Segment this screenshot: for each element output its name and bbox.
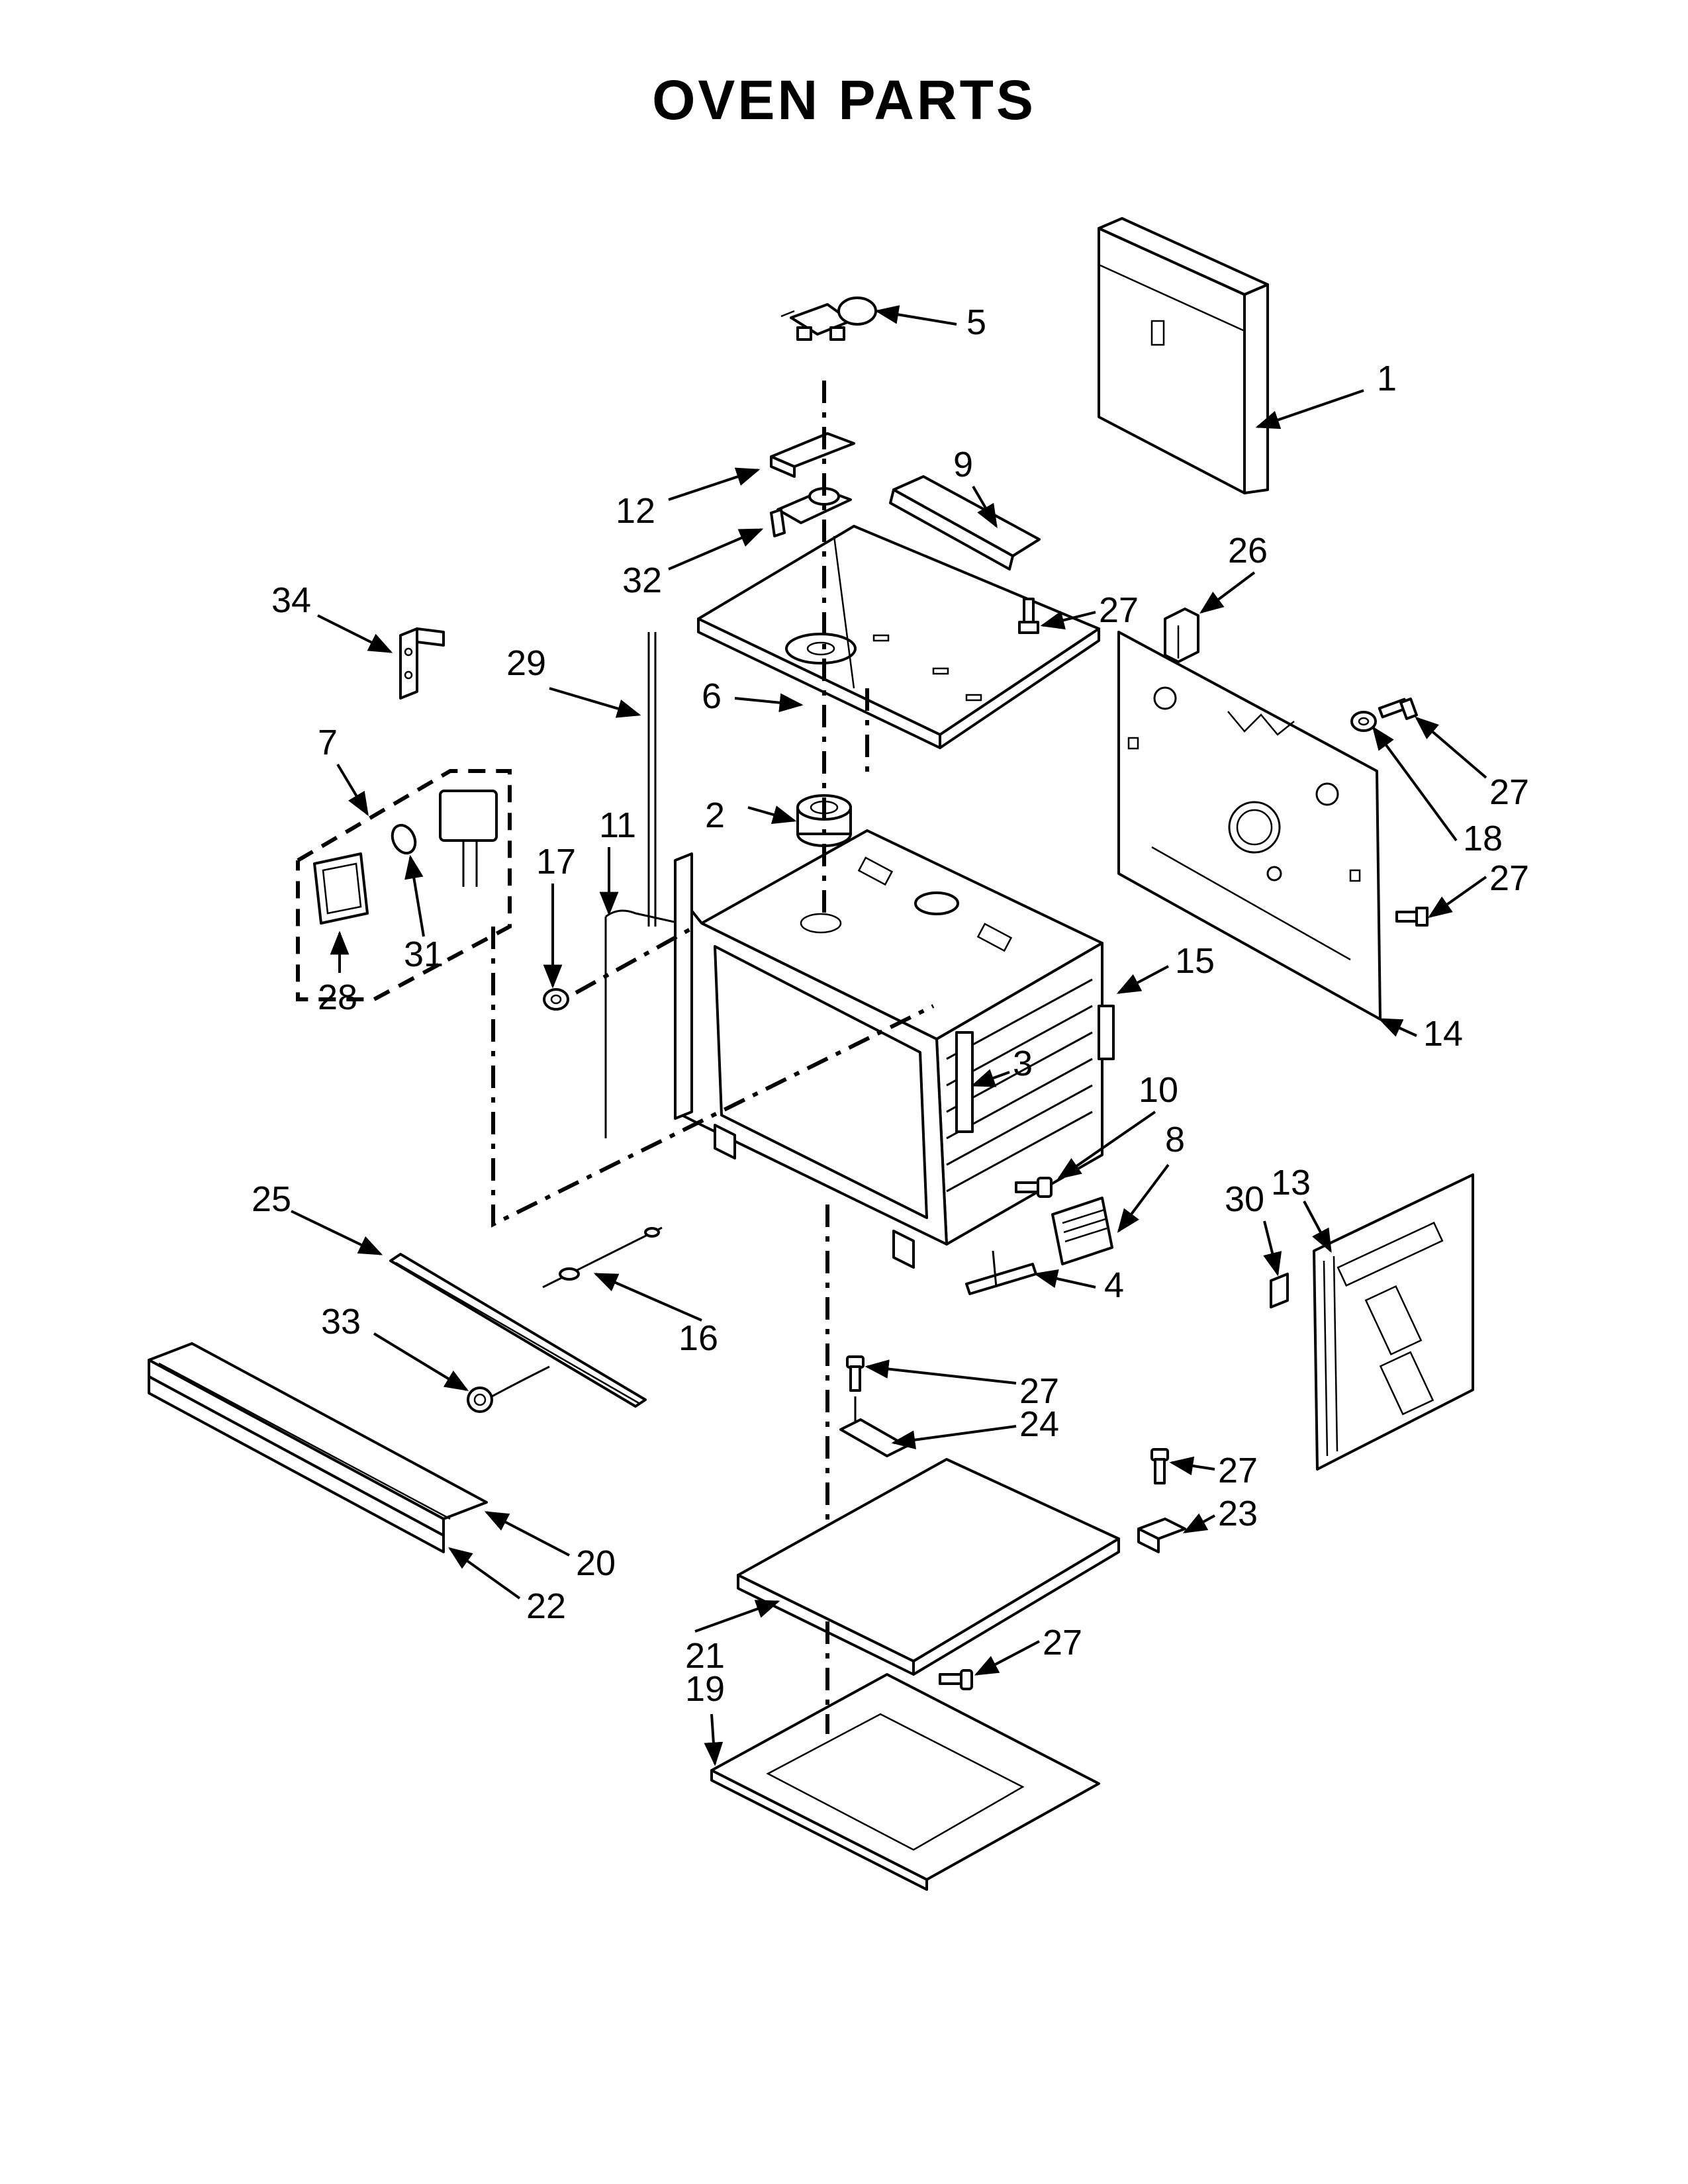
part-20-trim (148, 1342, 488, 1537)
callout-30: 30 (1225, 1179, 1264, 1219)
part-23-bracket (1137, 1518, 1186, 1553)
part-34-bracket (399, 627, 445, 700)
part-16-probe (542, 1226, 663, 1289)
part-19-floor-tray (710, 1673, 1100, 1891)
part-14-rear-panel (1117, 631, 1382, 1021)
callout-27-rear-lower: 27 (1489, 858, 1529, 898)
part-18-washer (1350, 711, 1377, 732)
callout-22: 22 (526, 1586, 566, 1626)
callout-11: 11 (599, 805, 636, 845)
part-33-switch (467, 1365, 550, 1413)
callout-1: 1 (1377, 359, 1397, 398)
callout-27-right: 27 (1218, 1451, 1258, 1490)
callout-20: 20 (576, 1543, 616, 1583)
callout-21: 21 (685, 1636, 725, 1676)
part-7-kit-outline (296, 769, 512, 1001)
assembly-lines (491, 381, 935, 1734)
callout-26: 26 (1228, 531, 1268, 570)
callout-19: 19 (685, 1669, 725, 1709)
callout-2: 2 (705, 796, 725, 835)
callout-27-rear-upper: 27 (1489, 772, 1529, 812)
callout-6: 6 (702, 676, 722, 716)
part-10-screw (1015, 1177, 1053, 1198)
callout-5: 5 (966, 302, 986, 342)
part-26-bracket (1164, 608, 1199, 663)
part-31-card (439, 790, 498, 887)
part-31-knob (391, 823, 417, 855)
oven-cavity (674, 829, 1115, 1269)
part-29-rod (647, 632, 657, 927)
callout-14: 14 (1423, 1014, 1463, 1054)
callout-9: 9 (953, 445, 973, 484)
callout-12: 12 (616, 491, 655, 531)
callout-18: 18 (1463, 819, 1503, 858)
part-24-bracket (839, 1396, 908, 1457)
callout-27-lower: 27 (1019, 1371, 1059, 1411)
callout-8: 8 (1165, 1120, 1185, 1160)
callout-7: 7 (318, 723, 338, 762)
part-27-screw-rear-upper (1378, 698, 1418, 720)
part-1-side-panel (1098, 217, 1269, 494)
part-27-screw-bottom (939, 1669, 973, 1690)
callout-3: 3 (1013, 1044, 1033, 1083)
part-9-baffle (889, 475, 1041, 570)
part-27-screw-rear-lower (1395, 907, 1429, 927)
part-5-motor (780, 296, 877, 341)
page-title: OVEN PARTS (652, 69, 1036, 131)
callout-29: 29 (506, 643, 546, 683)
part-27-screw-lower (846, 1355, 865, 1392)
callout-24: 24 (1019, 1404, 1059, 1444)
part-8-vent (1051, 1197, 1113, 1265)
leader-arrows (291, 305, 1487, 1766)
part-25-rail (389, 1253, 647, 1408)
callout-34: 34 (271, 580, 311, 620)
callout-31: 31 (404, 934, 444, 974)
callout-16: 16 (679, 1318, 718, 1358)
part-27-screw-right (1150, 1448, 1169, 1484)
callout-27-top: 27 (1099, 590, 1139, 630)
part-17-grommet (543, 988, 569, 1011)
part-30-clip (1270, 1273, 1289, 1308)
callout-13: 13 (1271, 1163, 1311, 1203)
part-12-bracket (770, 432, 855, 478)
callout-15: 15 (1175, 941, 1215, 981)
callout-32: 32 (622, 561, 662, 600)
callout-10: 10 (1139, 1070, 1178, 1110)
callouts: 1 2 3 4 5 6 7 8 9 10 11 12 13 14 15 16 1… (252, 302, 1529, 1709)
part-32-bracket (770, 487, 852, 537)
part-22-trim (148, 1375, 445, 1553)
part-13-side-panel (1313, 1173, 1474, 1471)
part-6-top-panel (697, 525, 1100, 749)
part-27-screw-top (1018, 598, 1039, 634)
callout-27-bottom: 27 (1043, 1623, 1082, 1662)
callout-25: 25 (252, 1179, 291, 1219)
callout-23: 23 (1218, 1494, 1258, 1533)
callout-4: 4 (1104, 1265, 1124, 1305)
callout-33: 33 (321, 1302, 361, 1342)
part-28-control-panel (313, 852, 369, 925)
callout-17: 17 (536, 842, 576, 882)
callout-28: 28 (318, 978, 357, 1017)
part-4-bracket (965, 1250, 1037, 1295)
